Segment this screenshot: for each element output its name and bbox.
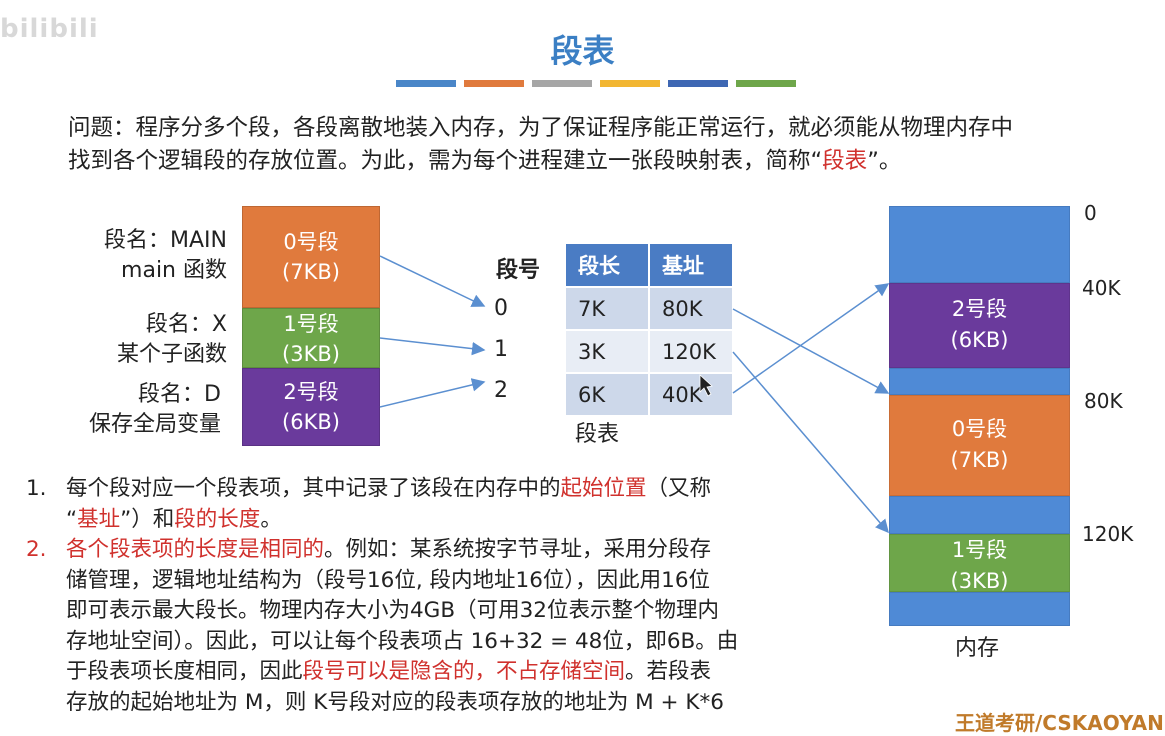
brand-logo-text: 王道考研/CSKAOYAN	[955, 711, 1164, 735]
title-underline-bar	[532, 80, 592, 87]
memory-address-label: 120K	[1082, 522, 1134, 546]
memory-free-block	[889, 206, 1070, 283]
memory-address-label: 0	[1084, 201, 1097, 225]
table-row: 6K 40K	[566, 372, 734, 415]
list-item: 1. 每个段对应一个段表项，其中记录了该段在内存中的起始位置（又称 “基址”）和…	[26, 476, 712, 532]
logical-segment-2: 2号段(6KB)	[242, 368, 380, 446]
arrow-seg0-to-entry0	[379, 255, 486, 307]
highlight-term: 段表	[822, 148, 868, 174]
slide-title: 段表	[550, 32, 615, 70]
table-header-row: 段长 基址	[566, 244, 734, 287]
arrow-entry2-to-memory	[732, 283, 890, 394]
intro-paragraph: 问题：程序分多个段，各段离散地装入内存，为了保证程序能正常运行，就必须能从物理内…	[68, 112, 1148, 178]
segment-number: 0	[494, 296, 508, 321]
arrow-seg1-to-entry1	[379, 337, 486, 356]
table-cell: 80K	[649, 286, 734, 330]
table-cell: 7K	[566, 286, 650, 330]
title-underline-bar	[736, 80, 796, 87]
segment-table-caption: 段表	[575, 422, 620, 447]
segment-number: 2	[494, 378, 508, 403]
segment-number: 1	[494, 337, 508, 362]
mouse-cursor-icon	[699, 374, 713, 397]
title-underline-bar	[464, 80, 524, 87]
table-row: 7K 80K	[566, 286, 734, 330]
title-underline-bar	[600, 80, 660, 87]
list-item: 2. 各个段表项的长度是相同的。例如：某系统按字节寻址，采用分段存 储管理，逻辑…	[26, 537, 739, 715]
memory-column: 2号段(6KB) 0号段(7KB) 1号段(3KB)	[889, 206, 1070, 626]
segment-number-header: 段号	[496, 258, 541, 283]
arrow-entry1-to-memory	[732, 351, 889, 534]
memory-free-block	[889, 592, 1070, 626]
memory-free-block	[889, 496, 1070, 534]
memory-segment-0: 0号段(7KB)	[889, 395, 1070, 496]
intro-line: 找到各个逻辑段的存放位置。为此，需为每个进程建立一张段映射表，简称“段表”。	[68, 148, 902, 174]
watermark: bilibili	[0, 14, 99, 44]
logical-segment-1: 1号段(3KB)	[242, 308, 380, 368]
segment-table: 段长 基址 7K 80K 3K 120K 6K 40K	[566, 244, 734, 415]
column-header: 段长	[566, 244, 650, 287]
memory-address-label: 40K	[1082, 276, 1121, 300]
table-cell: 120K	[649, 329, 734, 373]
intro-line: 问题：程序分多个段，各段离散地装入内存，为了保证程序能正常运行，就必须能从物理内…	[68, 115, 1014, 141]
memory-free-block	[889, 368, 1070, 395]
memory-address-label: 80K	[1084, 389, 1123, 413]
memory-segment-2: 2号段(6KB)	[889, 283, 1070, 368]
column-header: 基址	[649, 244, 734, 287]
title-underline-bar	[396, 80, 456, 87]
table-row: 3K 120K	[566, 329, 734, 373]
memory-caption: 内存	[955, 636, 1000, 661]
arrow-seg2-to-entry2	[379, 378, 486, 408]
arrow-entry0-to-memory	[732, 308, 890, 394]
table-cell: 40K	[649, 372, 734, 415]
table-cell: 6K	[566, 372, 650, 415]
title-underline-bar	[668, 80, 728, 87]
table-cell: 3K	[566, 329, 650, 373]
memory-segment-1: 1号段(3KB)	[889, 534, 1070, 593]
logical-segment-0: 0号段(7KB)	[242, 206, 380, 308]
